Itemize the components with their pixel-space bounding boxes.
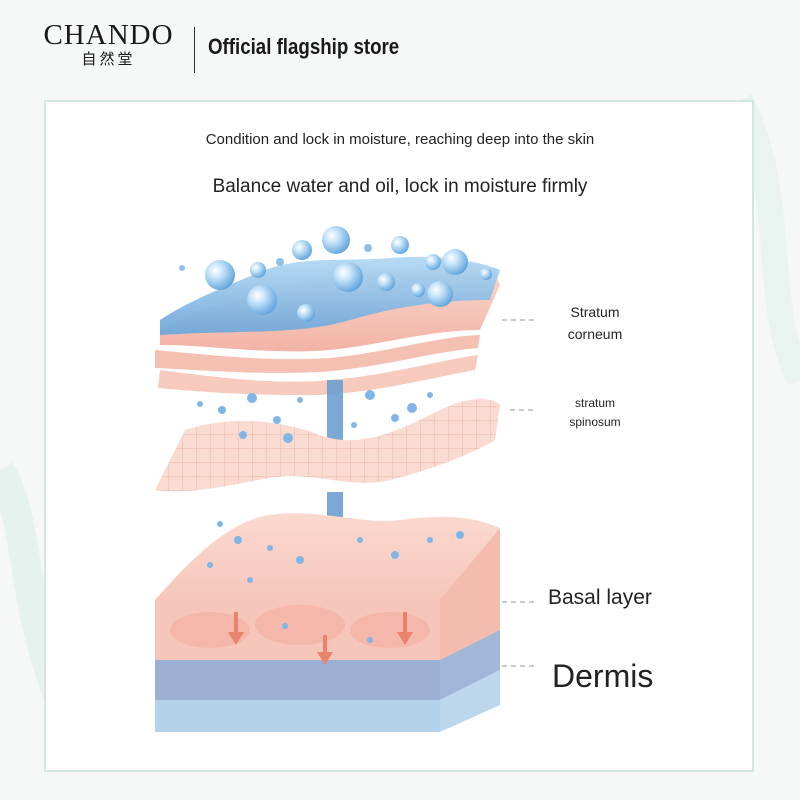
- label-stratum-spinosum-line2: spinosum: [569, 415, 621, 429]
- label-stratum-spinosum-line1: stratum: [574, 396, 615, 410]
- leader-lines: [502, 319, 535, 667]
- stratum-spinosum-layer: [155, 398, 500, 492]
- down-arrows-red: [228, 612, 413, 665]
- block-bubbles: [207, 521, 464, 643]
- label-stratum-corneum-line1: Stratum: [570, 304, 620, 320]
- label-basal-layer: Basal layer: [548, 586, 652, 609]
- water-bubbles: [179, 226, 492, 322]
- label-dermis: Dermis: [552, 658, 654, 694]
- label-stratum-corneum: Stratum corneum: [540, 301, 650, 345]
- header-divider: [194, 27, 195, 73]
- store-label: Official flagship store: [208, 34, 400, 59]
- brand-logo: CHANDO 自然堂: [36, 20, 181, 68]
- label-stratum-spinosum: stratum spinosum: [540, 394, 650, 432]
- basal-dermis-block: [155, 513, 500, 732]
- small-bubbles: [197, 390, 433, 443]
- subtitle-text: Condition and lock in moisture, reaching…: [205, 131, 595, 148]
- label-stratum-corneum-line2: corneum: [567, 326, 623, 342]
- brand-name-en: CHANDO: [43, 19, 174, 51]
- headline-text: Balance water and oil, lock in moisture …: [212, 176, 588, 197]
- brand-name-cn: 自然堂: [81, 50, 136, 68]
- header: CHANDO 自然堂 Official flagship store: [0, 0, 800, 95]
